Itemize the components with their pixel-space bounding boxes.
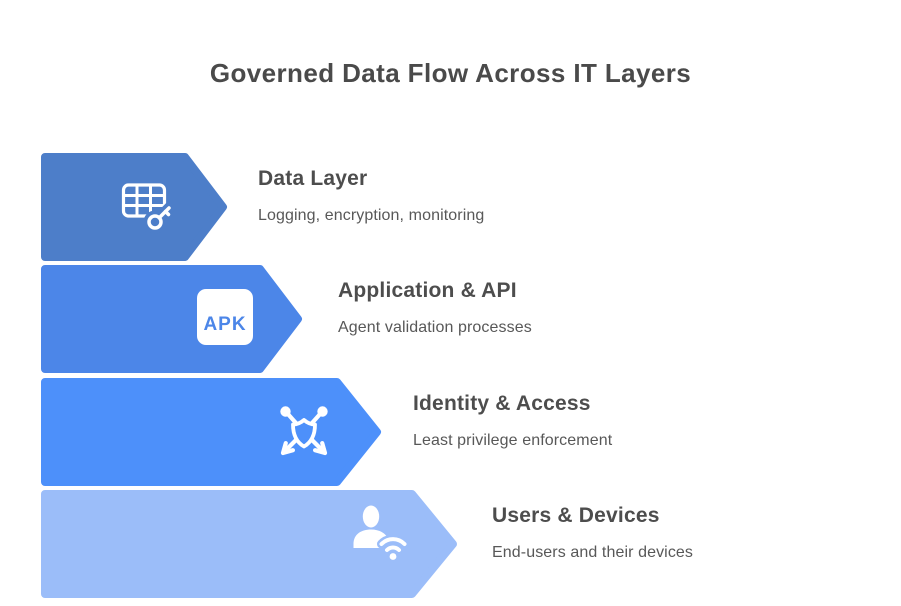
layer-subtitle: End-users and their devices [492,544,694,561]
layer-text-block: Identity & Access Least privilege enforc… [413,390,612,452]
table-key-icon [121,183,176,234]
layer-title: Application & API [338,279,517,302]
apk-label: APK [203,314,246,335]
layer-subtitle: Logging, encryption, monitoring [258,207,485,224]
arrow-shape [41,265,302,373]
shield-network-icon [280,406,328,456]
layer-title: Identity & Access [413,392,591,415]
layer-subtitle: Least privilege enforcement [413,432,613,449]
arrow-shape [41,490,457,598]
layer-title: Users & Devices [492,504,660,527]
diagram-title: Governed Data Flow Across IT Layers [209,58,692,88]
layer-title: Data Layer [258,167,368,190]
apk-box-icon: APK [197,289,253,345]
layer-text-block: Data Layer Logging, encryption, monitori… [258,165,484,227]
layer-text-block: Application & API Agent validation proce… [338,277,532,339]
user-wifi-icon [353,505,409,563]
layer-subtitle: Agent validation processes [338,319,532,336]
arrow-shape [41,378,381,486]
layer-text-block: Users & Devices End-users and their devi… [492,502,693,564]
